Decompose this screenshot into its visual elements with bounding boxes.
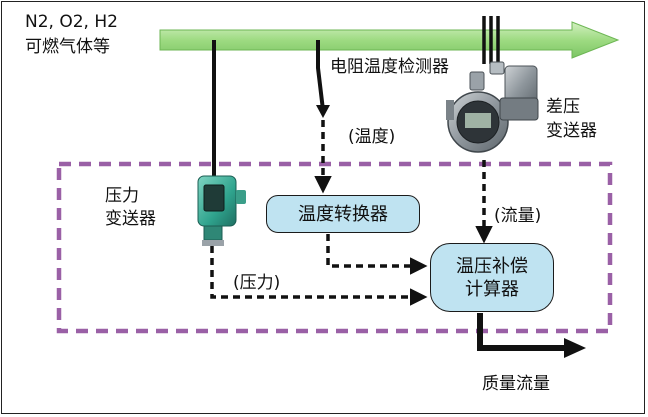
pressure-transmitter-device — [197, 175, 246, 246]
compensation-calculator-box: 温压补偿 计算器 — [430, 243, 554, 312]
gas-pipe-arrow — [159, 21, 620, 59]
pressure-signal-label: (压力) — [233, 273, 281, 293]
gas-label-line2: 可燃气体等 — [25, 37, 110, 57]
temp-signal-label: (温度) — [348, 127, 396, 147]
pressure-transmitter-label-line1: 压力 — [105, 186, 139, 206]
temperature-converter-box: 温度转换器 — [266, 195, 420, 233]
dp-impulse-lines — [482, 16, 500, 64]
converter-to-compensator-line — [326, 234, 428, 275]
dp-transmitter-label-line2: 变送器 — [546, 121, 597, 141]
rtd-probe-tip — [316, 105, 330, 118]
flow-signal-label: (流量) — [494, 206, 542, 226]
mass-flow-output-arrow — [477, 313, 566, 351]
rtd-probe-line — [316, 40, 325, 111]
pressure-signal-line — [210, 246, 428, 306]
compensation-calculator-label-line1: 温压补偿 — [456, 255, 528, 277]
rtd-label: 电阻温度检测器 — [330, 57, 449, 77]
pressure-transmitter-label-line2: 变送器 — [105, 209, 156, 229]
temperature-converter-label: 温度转换器 — [298, 203, 388, 225]
mass-flow-output-label: 质量流量 — [482, 374, 550, 394]
gas-label-line1: N2, O2, H2 — [25, 12, 118, 32]
dp-transmitter-label-line1: 差压 — [546, 97, 580, 117]
dp-transmitter-device — [446, 61, 539, 153]
compensation-calculator-label-line2: 计算器 — [465, 278, 519, 300]
mass-flow-output-arrowhead — [564, 338, 586, 358]
